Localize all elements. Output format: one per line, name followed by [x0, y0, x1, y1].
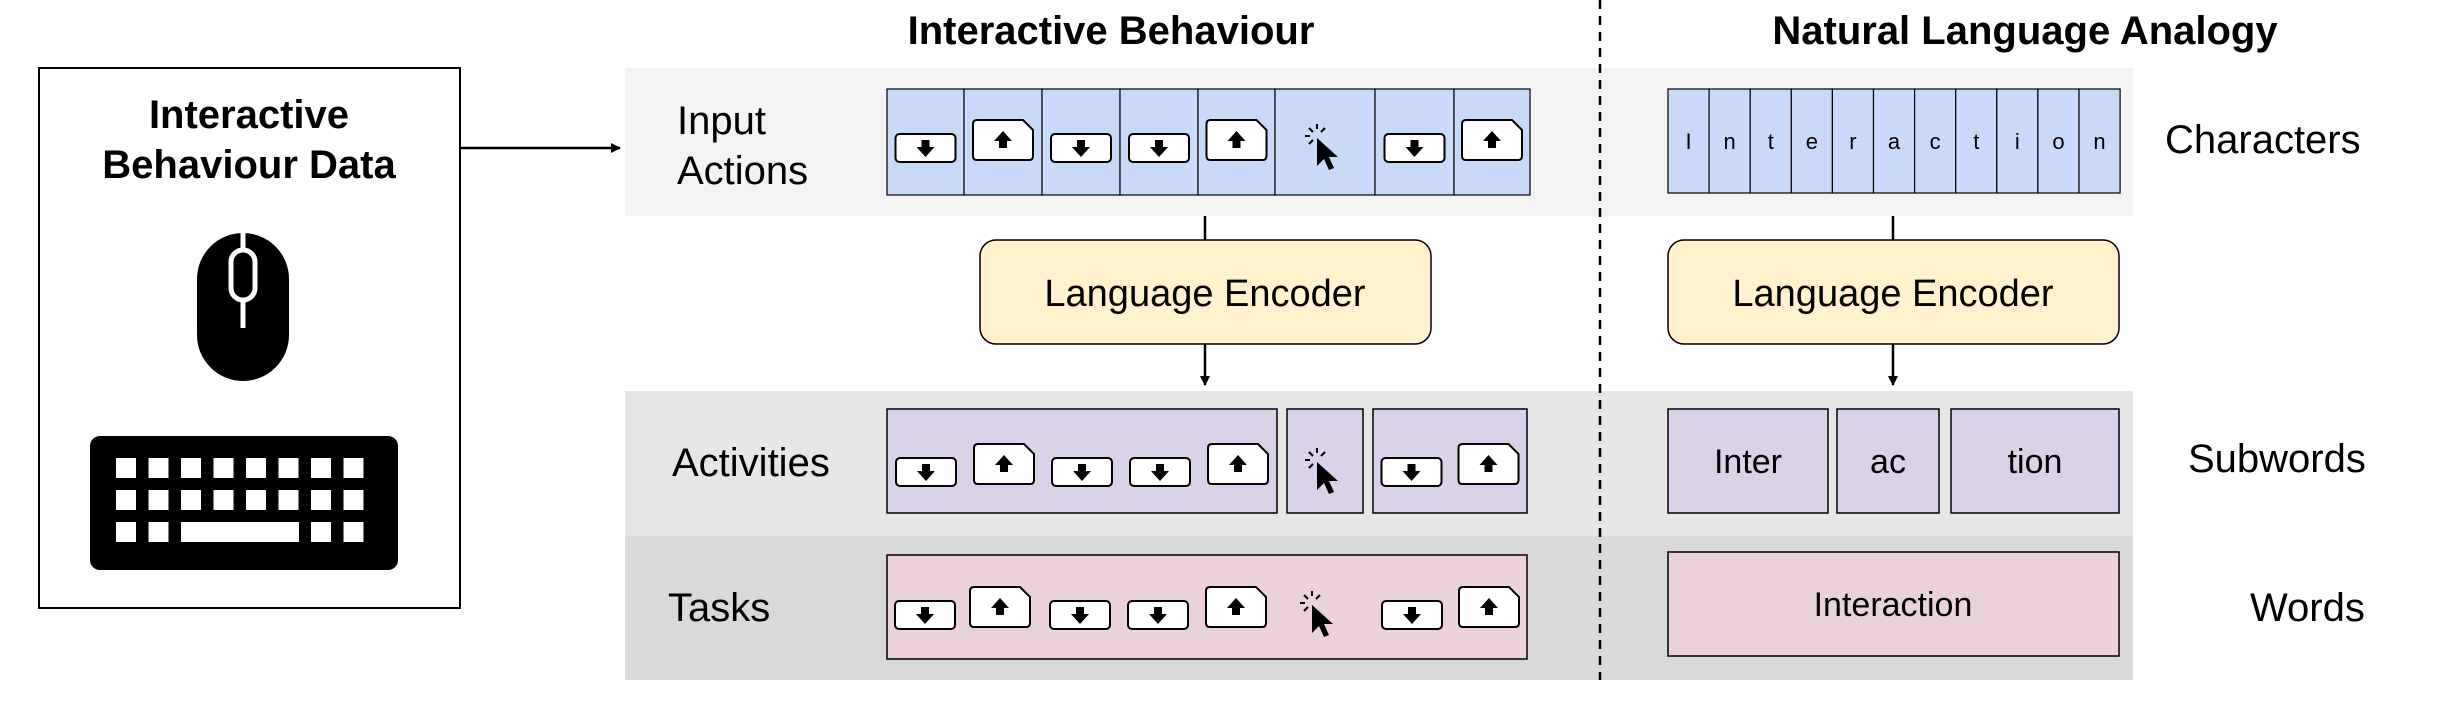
key-down-icon	[1049, 600, 1111, 630]
subwords-sequence: Inter ac tion	[1667, 408, 2120, 514]
character-cell	[1831, 88, 1875, 194]
language-encoder-left-label: Language Encoder	[1044, 273, 1366, 315]
activities-label: Activities	[672, 441, 830, 485]
keyboard-icon	[90, 436, 398, 570]
subwords-label: Subwords	[2188, 437, 2366, 481]
key-up-icon	[969, 586, 1031, 628]
character-cell	[1667, 88, 1710, 194]
character-text: c	[1930, 129, 1941, 154]
key-up-icon	[1457, 443, 1520, 485]
activities-sequence	[886, 408, 1528, 514]
character-cell	[1955, 88, 1998, 194]
character-cell	[1708, 88, 1751, 194]
characters-label: Characters	[2165, 118, 2361, 162]
data-box-title-line1: Interactive	[149, 93, 349, 137]
input-actions-sequence	[886, 88, 1531, 196]
character-cell	[1913, 88, 1957, 194]
key-down-icon	[1381, 600, 1443, 630]
activity-box	[1286, 408, 1364, 514]
key-down-icon	[894, 133, 957, 163]
key-down-icon	[895, 457, 957, 487]
input-action-cell	[1274, 88, 1376, 196]
character-text: I	[1685, 129, 1691, 154]
key-down-icon	[1051, 457, 1113, 487]
character-text: o	[2052, 129, 2064, 154]
subword-text: Inter	[1714, 443, 1782, 481]
key-down-icon	[1050, 133, 1112, 163]
key-up-icon	[1205, 586, 1267, 628]
key-up-icon	[1458, 586, 1520, 628]
character-text: t	[1973, 129, 1979, 154]
header-natural-language-analogy: Natural Language Analogy	[1772, 9, 2278, 53]
key-down-icon	[1129, 457, 1191, 487]
mouse-icon	[197, 227, 289, 381]
key-up-icon	[973, 443, 1035, 485]
key-down-icon	[894, 600, 956, 630]
key-up-icon	[1205, 119, 1268, 161]
mouse-click-icon	[1305, 448, 1338, 494]
character-text: a	[1888, 129, 1901, 154]
tasks-sequence	[886, 554, 1528, 660]
character-cell	[1996, 88, 2039, 194]
mouse-click-icon	[1305, 124, 1338, 170]
words-label: Words	[2250, 586, 2365, 630]
character-text: n	[2093, 129, 2105, 154]
key-up-icon	[1207, 443, 1269, 485]
character-cell	[2078, 88, 2121, 194]
character-text: i	[2015, 129, 2020, 154]
subword-text: ac	[1870, 443, 1906, 481]
character-text: n	[1724, 129, 1736, 154]
key-down-icon	[1128, 133, 1190, 163]
character-cell	[1749, 88, 1792, 194]
subword-box	[1950, 408, 2120, 514]
data-box-title-line2: Behaviour Data	[102, 143, 396, 187]
word-text: Interaction	[1814, 586, 1973, 624]
tasks-label: Tasks	[668, 586, 770, 630]
subword-box	[1836, 408, 1940, 514]
key-down-icon	[1380, 457, 1443, 487]
input-actions-label-line1: Input	[677, 99, 766, 143]
key-down-icon	[1383, 133, 1446, 163]
header-interactive-behaviour: Interactive Behaviour	[908, 9, 1315, 53]
language-encoder-right-label: Language Encoder	[1732, 273, 2054, 315]
subword-box	[1667, 408, 1829, 514]
key-down-icon	[1127, 600, 1189, 630]
key-up-icon	[972, 119, 1034, 161]
key-up-icon	[1461, 119, 1523, 161]
input-actions-label-line2: Actions	[677, 149, 808, 193]
subword-text: tion	[2008, 443, 2063, 481]
character-text: t	[1768, 129, 1774, 154]
character-text: r	[1849, 129, 1856, 154]
mouse-click-icon	[1300, 591, 1333, 637]
word-box	[1667, 551, 2120, 657]
character-text: e	[1806, 129, 1818, 154]
